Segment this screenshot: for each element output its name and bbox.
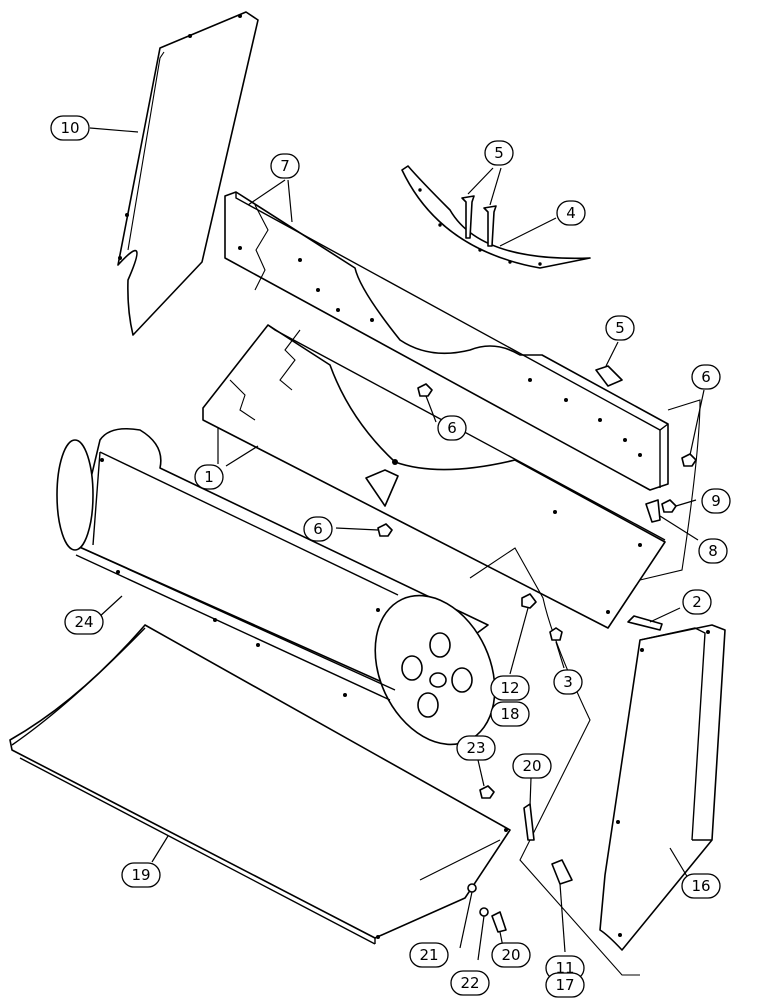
callout-oval xyxy=(491,942,531,968)
callout-number: 7 xyxy=(280,157,290,175)
callout-5: 5 xyxy=(484,140,514,166)
callout-number: 21 xyxy=(419,946,438,964)
callout-number: 9 xyxy=(711,492,721,510)
part-16-side-shield xyxy=(599,624,726,951)
callout-oval xyxy=(691,364,721,390)
callout-oval xyxy=(450,970,490,996)
callout-oval xyxy=(456,735,496,761)
callout-2: 2 xyxy=(682,589,712,615)
callout-oval xyxy=(605,315,635,341)
callout-9: 9 xyxy=(701,488,731,514)
callout-oval xyxy=(437,415,467,441)
callout-18: 18 xyxy=(490,701,530,727)
part-7-upper-panel xyxy=(224,191,669,491)
callout-oval xyxy=(484,140,514,166)
callout-oval xyxy=(553,669,583,695)
callout-number: 24 xyxy=(74,613,93,631)
part-19-pan xyxy=(9,624,511,945)
callout-number: 6 xyxy=(313,520,323,538)
callout-4: 4 xyxy=(556,200,586,226)
callout-oval xyxy=(121,862,161,888)
hardware xyxy=(377,195,697,933)
callout-oval xyxy=(50,115,90,141)
callout-number: 5 xyxy=(494,144,504,162)
callout-10: 10 xyxy=(50,115,90,141)
callout-3: 3 xyxy=(553,669,583,695)
callout-number: 6 xyxy=(447,419,457,437)
callout-oval xyxy=(701,488,731,514)
callout-oval xyxy=(303,516,333,542)
callout-number: 2 xyxy=(692,593,702,611)
callout-oval xyxy=(64,609,104,635)
callout-number: 8 xyxy=(708,542,718,560)
callout-number: 20 xyxy=(501,946,520,964)
part-24-drum xyxy=(56,427,496,746)
callout-7: 7 xyxy=(270,153,300,179)
callout-number: 19 xyxy=(131,866,150,884)
wear-plate xyxy=(365,469,399,507)
callout-21: 21 xyxy=(409,942,449,968)
callout-oval xyxy=(490,701,530,727)
callout-number: 5 xyxy=(615,319,625,337)
callout-5: 5 xyxy=(605,315,635,341)
callout-number: 3 xyxy=(563,673,573,691)
callout-23: 23 xyxy=(456,735,496,761)
callout-oval xyxy=(270,153,300,179)
callout-oval xyxy=(194,464,224,490)
callout-1: 1 xyxy=(194,464,224,490)
callout-oval xyxy=(556,200,586,226)
callout-22: 22 xyxy=(450,970,490,996)
callout-number: 10 xyxy=(60,119,79,137)
callout-number: 16 xyxy=(691,877,710,895)
callout-number: 18 xyxy=(500,705,519,723)
callout-17: 17 xyxy=(545,972,585,998)
callout-6: 6 xyxy=(437,415,467,441)
callout-oval xyxy=(698,538,728,564)
callout-6: 6 xyxy=(691,364,721,390)
callout-oval xyxy=(681,873,721,899)
callout-number: 6 xyxy=(701,368,711,386)
callout-16: 16 xyxy=(681,873,721,899)
callout-number: 4 xyxy=(566,204,576,222)
callout-oval xyxy=(545,972,585,998)
shield-outline xyxy=(469,547,640,976)
callout-20: 20 xyxy=(512,753,552,779)
callout-oval xyxy=(490,675,530,701)
callout-number: 17 xyxy=(555,976,574,994)
callout-6: 6 xyxy=(303,516,333,542)
callout-12: 12 xyxy=(490,675,530,701)
callout-oval xyxy=(512,753,552,779)
part-1-lower-panel xyxy=(202,324,666,629)
callout-number: 12 xyxy=(500,679,519,697)
callout-20: 20 xyxy=(491,942,531,968)
callout-8: 8 xyxy=(698,538,728,564)
callout-number: 1 xyxy=(204,468,214,486)
callout-number: 20 xyxy=(522,757,541,775)
callout-oval xyxy=(682,589,712,615)
callout-oval xyxy=(409,942,449,968)
part-4-curved-band xyxy=(401,165,591,269)
leader-lines xyxy=(89,127,705,961)
callout-24: 24 xyxy=(64,609,104,635)
part-10-side-shield xyxy=(117,11,259,336)
callout-number: 23 xyxy=(466,739,485,757)
callout-19: 19 xyxy=(121,862,161,888)
callout-number: 22 xyxy=(460,974,479,992)
